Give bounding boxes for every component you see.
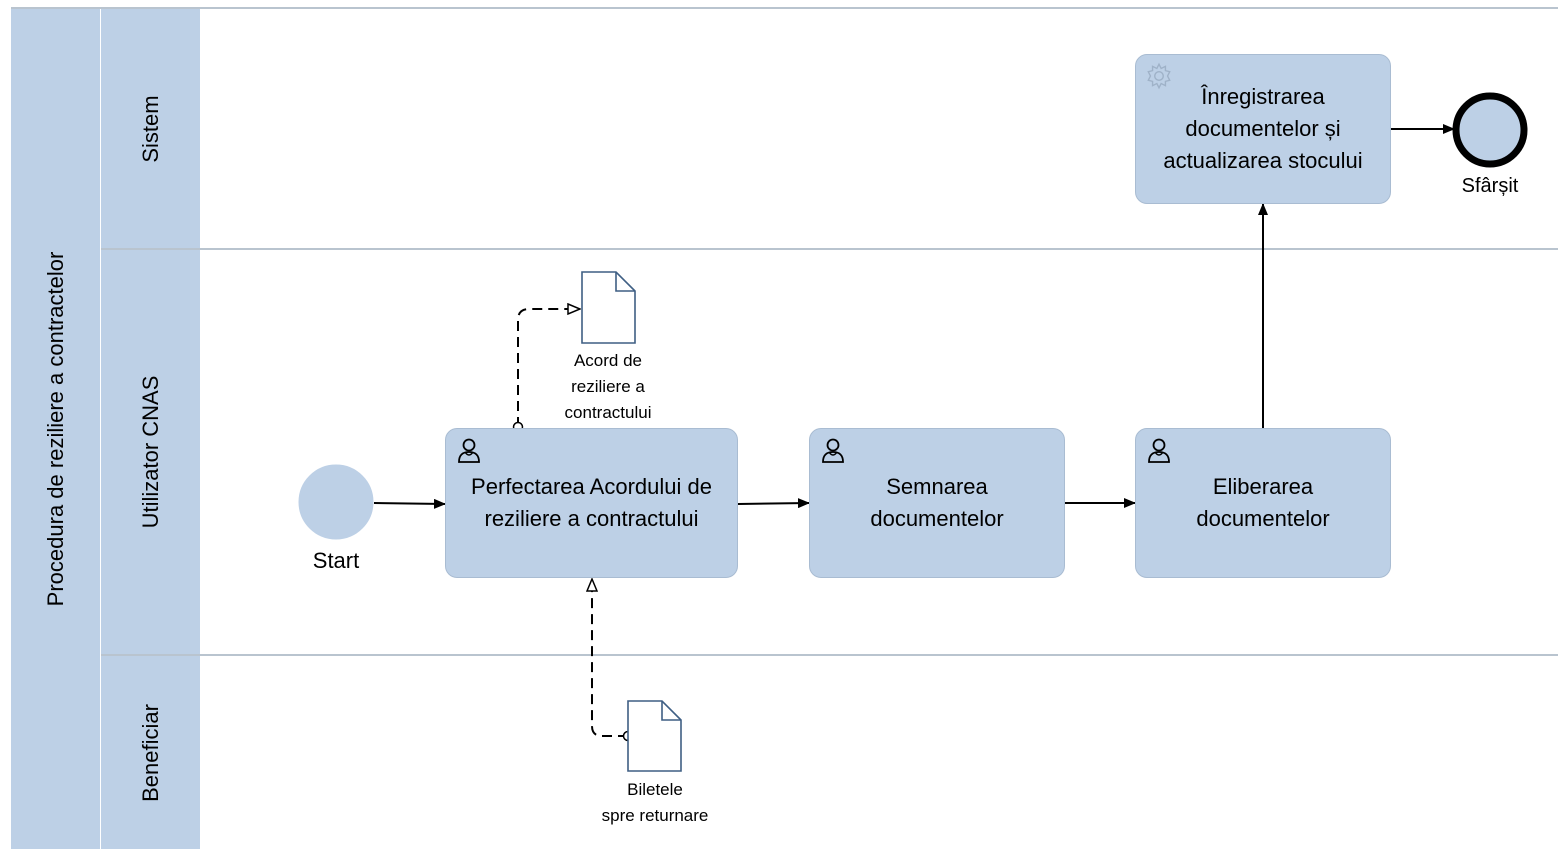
end-event-label: Sfârșit <box>1461 175 1519 197</box>
task-inregistrarea[interactable]: Înregistrarea documentelor și actualizar… <box>1135 54 1391 204</box>
task-perfectarea[interactable]: Perfectarea Acordului de reziliere a con… <box>445 428 738 578</box>
user-icon <box>458 438 480 463</box>
task-semnarea-label: Semnarea documentelor <box>870 474 1004 531</box>
task-eliberarea-label: Eliberarea documentelor <box>1196 474 1330 531</box>
lane-separator <box>101 654 1558 656</box>
lane-header-sistem: Sistem <box>101 9 200 248</box>
document-icon[interactable] <box>581 271 636 344</box>
document-biletele-label: Biletele spre returnare <box>601 780 709 825</box>
association-from-biletele[interactable] <box>592 579 628 737</box>
flow-perfectarea-to-semnarea[interactable] <box>737 498 810 509</box>
task-eliberarea[interactable]: Eliberarea documentelor <box>1135 428 1391 578</box>
lane-separator <box>101 248 1558 250</box>
start-event[interactable] <box>298 464 374 540</box>
flow-start-to-perfectarea[interactable] <box>373 498 446 509</box>
task-inregistrarea-label: Înregistrarea documentelor și actualizar… <box>1163 84 1363 173</box>
lane-header-utilizator: Utilizator CNAS <box>101 250 200 654</box>
pool-top-border <box>11 7 1558 9</box>
document-icon[interactable] <box>627 700 682 772</box>
start-event-label: Start <box>312 548 360 573</box>
document-acord-label: Acord de reziliere a contractului <box>564 351 652 422</box>
task-semnarea[interactable]: Semnarea documentelor <box>809 428 1065 578</box>
gear-icon <box>1147 62 1171 90</box>
association-to-acord[interactable] <box>517 309 580 427</box>
user-icon <box>822 438 844 463</box>
user-icon <box>1148 438 1170 463</box>
lane-header-beneficiar: Beneficiar <box>101 656 200 849</box>
task-perfectarea-label: Perfectarea Acordului de reziliere a con… <box>471 474 712 531</box>
pool-header: Procedura de reziliere a contractelor <box>11 9 100 849</box>
end-event[interactable] <box>1452 92 1528 168</box>
